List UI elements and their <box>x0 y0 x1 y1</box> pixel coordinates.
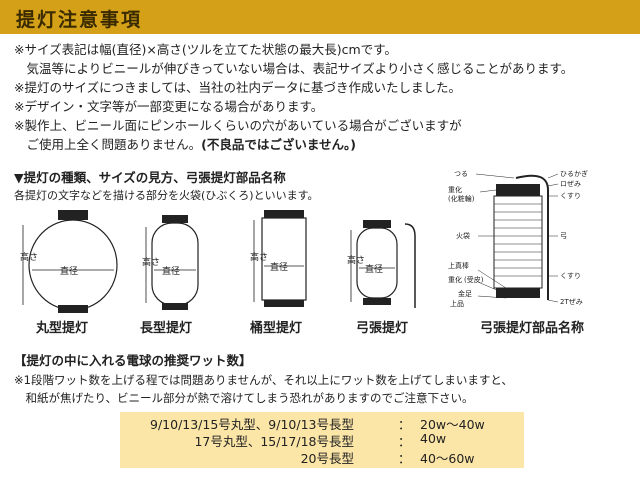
part-juka: 重化 <box>448 185 462 194</box>
part-jouma: 上真棒 <box>448 261 469 270</box>
wattage-size: 20号長型 <box>300 451 354 466</box>
bow-lantern-figure: 高さ 直径 <box>347 220 416 308</box>
caption-parts: 弓張提灯部品名称 <box>480 321 585 336</box>
wattage-title: 【提灯の中に入れる電球の推奨ワット数】 <box>14 353 252 368</box>
wattage-size: 9/10/13/15号丸型、9/10/13号長型 <box>150 417 354 432</box>
wattage-note: 和紙が焦げたり、ビニール部分が熱で溶けてしまう恐れがありますのでご注意下さい。 <box>14 391 474 405</box>
diameter-label: 直径 <box>270 261 288 273</box>
part-kuchizemi: ロぜみ <box>560 180 581 188</box>
part-kashowa: (化粧輪) <box>448 194 475 203</box>
part-hirukagi: ひるかぎ <box>560 169 588 178</box>
part-juka2: 重化 <box>448 275 462 284</box>
long-lantern-figure: 高さ 直径 <box>142 215 199 310</box>
header-bar: 提灯注意事項 <box>0 0 640 34</box>
caption-long: 長型提灯 <box>140 321 193 336</box>
part-juka2-sub: (受皮) <box>464 275 484 284</box>
wattage-value: 40w <box>420 431 447 446</box>
bucket-lantern-figure: 高さ 直径 <box>250 210 307 307</box>
part-jouhin: 上品 <box>450 299 464 308</box>
caption-round: 丸型提灯 <box>36 321 89 336</box>
caption-bucket: 桶型提灯 <box>250 321 303 336</box>
note-line: ※提灯のサイズにつきましては、当社の社内データに基づき作成いたしました。 <box>14 80 461 95</box>
part-tsuru: つる <box>454 170 468 178</box>
height-label: 高さ <box>347 254 365 266</box>
height-label: 高さ <box>20 251 38 263</box>
part-kusuri-top: くすり <box>560 192 581 200</box>
wattage-separator: ： <box>398 417 411 432</box>
note-emphasis: (不良品ではございません。) <box>201 137 356 152</box>
caption-bow: 弓張提灯 <box>356 321 409 336</box>
wattage-value: 40～60w <box>420 451 475 466</box>
page-title: 提灯注意事項 <box>16 9 143 31</box>
diameter-label: 直径 <box>60 265 78 277</box>
wattage-separator: ： <box>398 451 411 466</box>
part-nichozemi: 2Tぜみ <box>560 298 583 306</box>
round-lantern-figure: 高さ 直径 <box>20 210 118 313</box>
note-line: ご使用上全く問題ありません。(不良品ではございません。) <box>14 135 356 154</box>
bow-lantern-parts-diagram: つる 重化 (化粧輪) 火袋 上真棒 重化 (受皮) 金足 上品 ひるかぎ ロぜ… <box>448 169 588 308</box>
part-kinjo: 金足 <box>458 289 472 298</box>
diameter-label: 直径 <box>365 263 383 275</box>
height-label: 高さ <box>250 251 268 263</box>
note-line: ※製作上、ビニール面にピンホールくらいの穴があいている場合がございますが <box>14 118 462 133</box>
part-hibukuro: 火袋 <box>456 231 470 240</box>
wattage-table: 9/10/13/15号丸型、9/10/13号長型 ： 20w～40w 17号丸型… <box>120 412 524 468</box>
note-text: ご使用上全く問題ありません。 <box>14 137 202 152</box>
wattage-size: 17号丸型、15/17/18号長型 <box>194 434 354 449</box>
height-label: 高さ <box>142 256 160 268</box>
types-section-subtitle: 各提灯の文字などを描ける部分を火袋(ひぶくろ)といいます。 <box>14 189 319 202</box>
part-yumi: 弓 <box>560 232 567 240</box>
types-section-title: ▼提灯の種類、サイズの見方、弓張提灯部品名称 <box>14 170 286 185</box>
diameter-label: 直径 <box>162 265 180 277</box>
note-line: 気温等によりビニールが伸びきっていない場合は、表記サイズより小さく感じることがあ… <box>14 61 574 76</box>
note-line: ※サイズ表記は幅(直径)×高さ(ツルを立てた状態の最大長)cmです。 <box>14 42 397 57</box>
part-kusuri-bottom: くすり <box>560 272 581 280</box>
wattage-separator: ： <box>398 434 411 449</box>
wattage-note: ※1段階ワット数を上げる程では問題ありませんが、それ以上にワット数を上げてしまい… <box>14 373 513 387</box>
wattage-value: 20w～40w <box>420 417 485 432</box>
note-line: ※デザイン・文字等が一部変更になる場合があります。 <box>14 99 324 114</box>
